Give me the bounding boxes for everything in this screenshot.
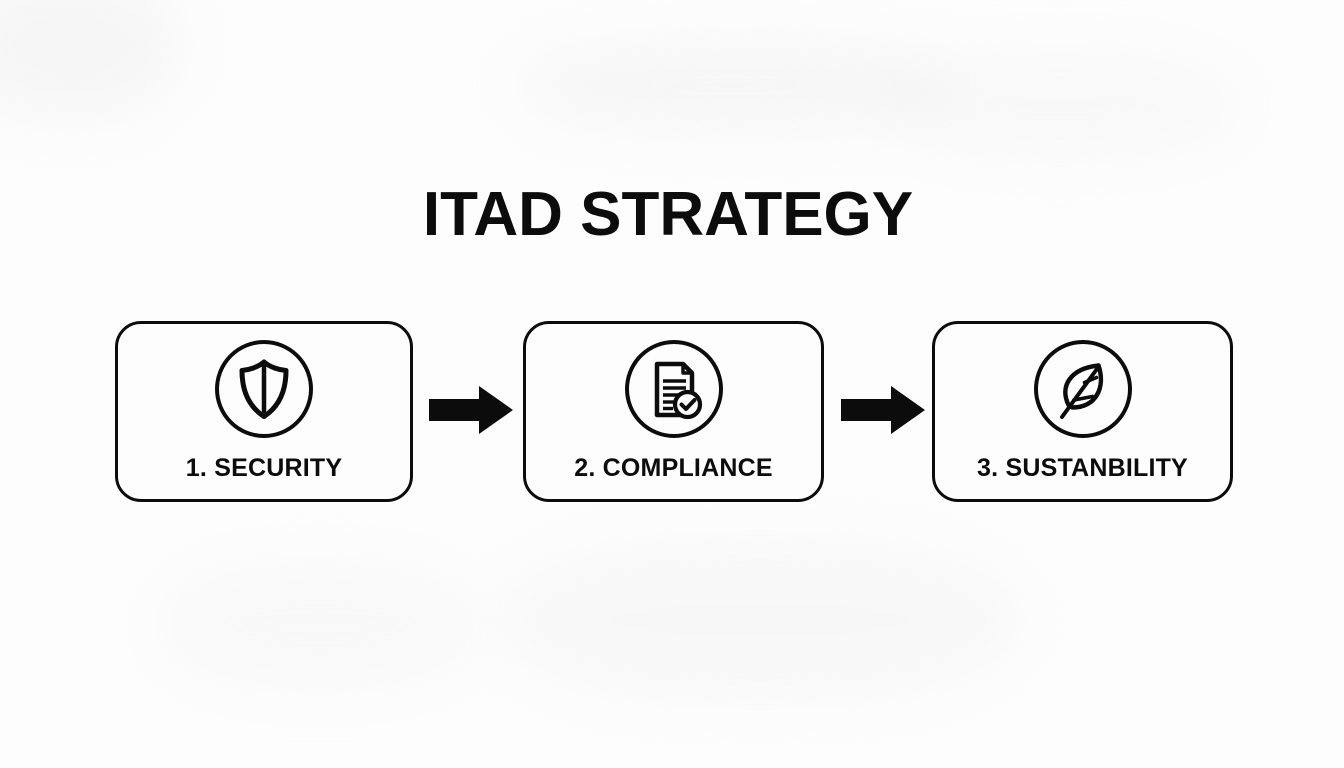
background-smudge — [0, 0, 180, 120]
diagram-title: ITAD STRATEGY — [422, 180, 914, 249]
shield-icon — [213, 338, 315, 440]
right-arrow-icon — [429, 386, 513, 434]
background-smudge — [160, 560, 480, 690]
step-box-sustainability: 3. SUSTANBILITY — [932, 321, 1233, 502]
step-label-compliance: 2. COMPLIANCE — [574, 454, 773, 482]
step-label-sustainability: 3. SUSTANBILITY — [977, 454, 1188, 482]
background-smudge — [500, 540, 1020, 700]
background-smudge — [520, 40, 950, 130]
step-box-compliance: 2. COMPLIANCE — [523, 321, 824, 502]
step-label-security: 1. SECURITY — [185, 454, 343, 482]
step-box-security: 1. SECURITY — [115, 321, 413, 502]
right-arrow-icon — [841, 386, 925, 434]
leaf-icon — [1032, 338, 1134, 440]
document-check-icon — [623, 338, 725, 440]
background-smudge — [880, 50, 1240, 160]
